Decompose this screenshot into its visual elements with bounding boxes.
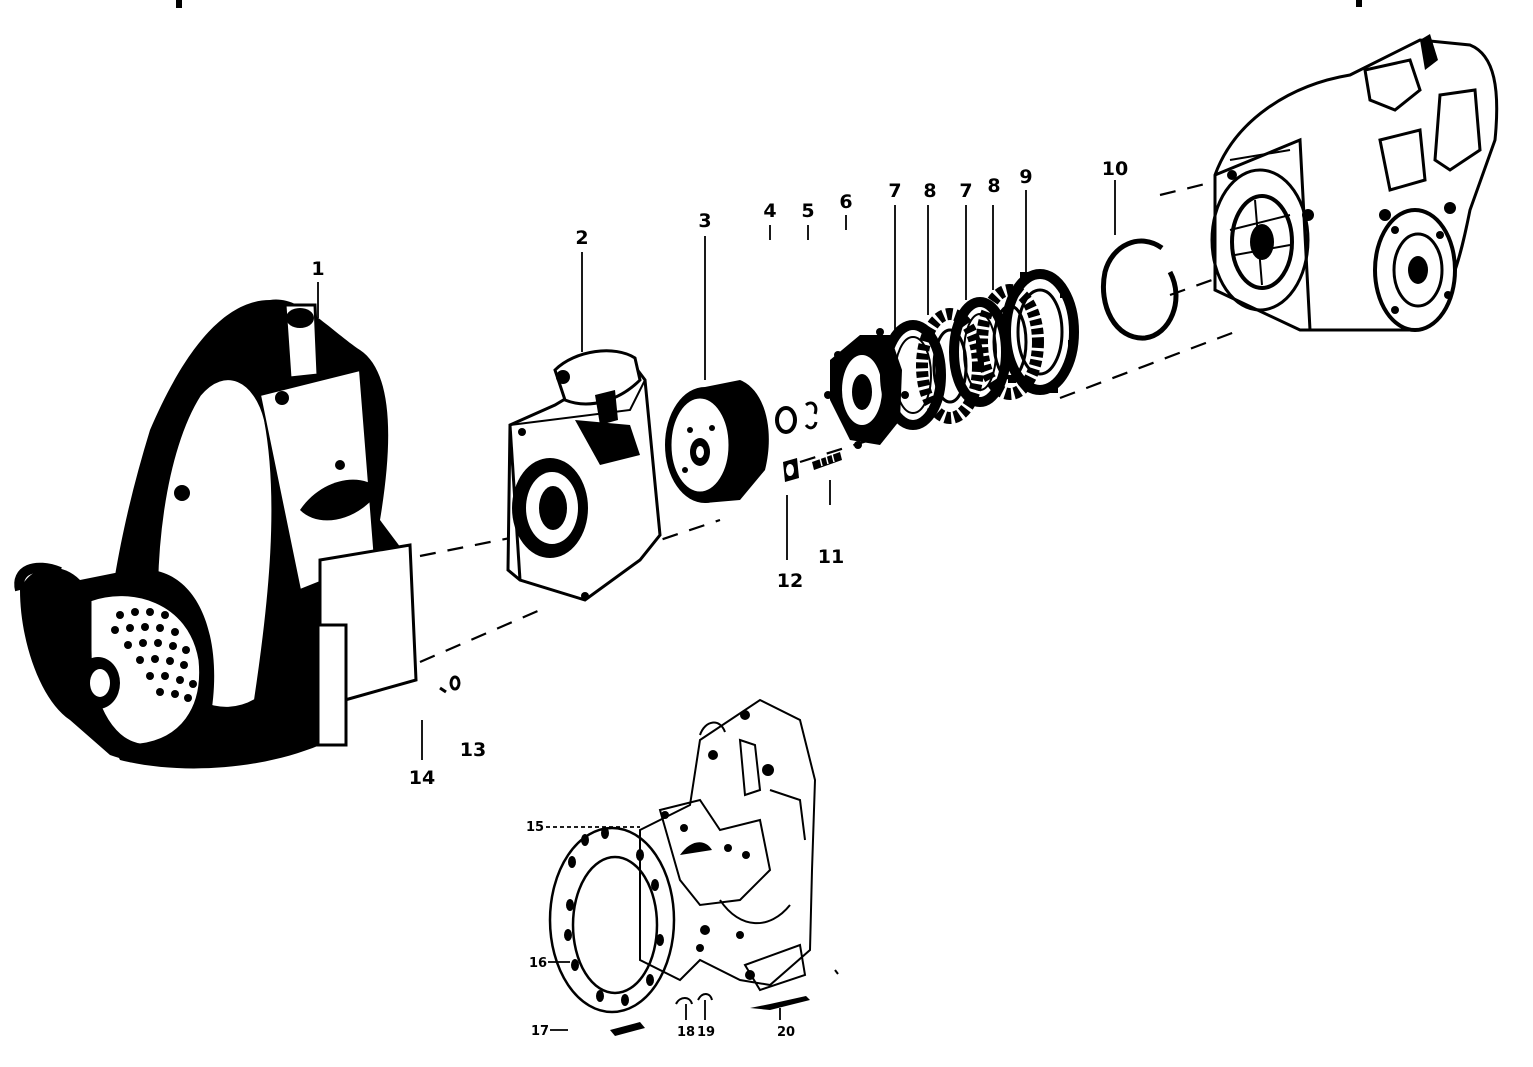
callout-17: 17 [531,1024,549,1039]
callout-labels: 1 2 3 4 5 6 7 8 7 8 9 10 11 12 13 14 15 … [311,158,1128,1040]
callout-13: 13 [460,739,486,761]
lower-adapter-housing [548,698,839,1036]
callout-8a: 8 [923,180,936,202]
callout-7b: 7 [959,180,972,202]
callout-16: 16 [529,956,547,971]
callout-1: 1 [311,258,324,280]
part-13-washer [439,675,461,694]
callout-15: 15 [526,820,544,835]
callout-2: 2 [575,227,588,249]
part-5-circlip [804,401,818,430]
part-7-clutch-disc-a [880,320,946,430]
callout-14: 14 [409,767,435,789]
callout-5: 5 [801,200,814,222]
part-1-engine-block [14,299,418,769]
callout-18: 18 [677,1025,695,1040]
callout-3: 3 [698,210,711,232]
callout-12: 12 [777,570,803,592]
callout-9: 9 [1019,166,1032,188]
lower-leader-lines [546,826,781,1031]
callout-19: 19 [697,1025,715,1040]
callout-4: 4 [763,200,776,222]
callout-7a: 7 [888,180,901,202]
callout-20: 20 [777,1025,795,1040]
part-11-bolt [812,452,842,470]
part-10-snap-ring [1100,238,1179,341]
callout-8b: 8 [987,175,1000,197]
part-3-clutch-drum [665,380,769,503]
callout-11: 11 [818,546,844,568]
cropped-top-text [176,0,1362,8]
callout-6: 6 [839,191,852,213]
part-9-steel-disc [1001,269,1079,395]
part-4-ring [775,406,797,434]
part-2-adapter-housing [506,349,662,602]
gearbox-housing [1210,34,1499,332]
part-12-nut [783,458,799,482]
callout-10: 10 [1102,158,1128,180]
